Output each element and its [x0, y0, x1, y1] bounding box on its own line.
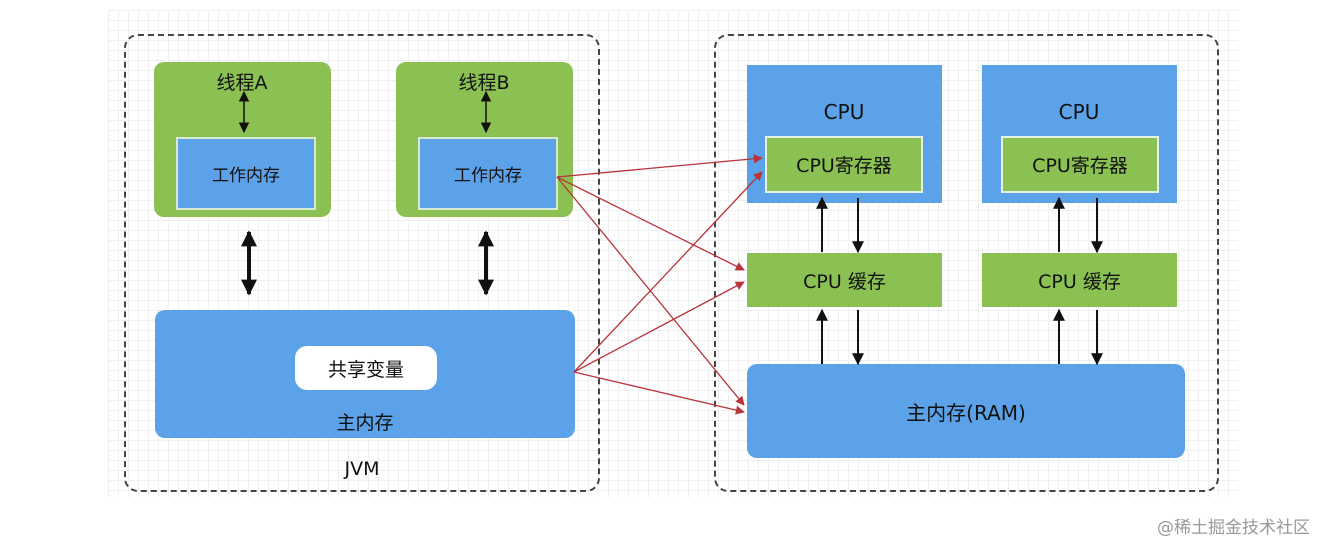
cpu-2-label: CPU [1058, 100, 1100, 124]
ram-label: 主内存(RAM) [906, 400, 1026, 425]
thread-a-working-memory-label: 工作内存 [212, 166, 280, 186]
cpu-2-cache-label: CPU 缓存 [1038, 270, 1121, 293]
cpu-1-label: CPU [823, 100, 865, 124]
cpu-2-register-label: CPU寄存器 [1032, 155, 1128, 177]
jvm-main-memory-label: 主内存 [336, 412, 394, 434]
main-memory-to-ram-arrow [573, 371, 745, 415]
shared-variable-box: 共享变量 [295, 346, 437, 390]
cpu-2-register: CPU寄存器 [1001, 136, 1159, 193]
jvm-label: JVM [344, 458, 380, 480]
main-memory-to-cache-arrow [573, 281, 745, 373]
cpu-2-cache: CPU 缓存 [982, 253, 1177, 307]
thread-b-working-memory-label: 工作内存 [454, 166, 522, 186]
thread-a-working-memory: 工作内存 [176, 137, 316, 210]
jvm-group [124, 34, 600, 492]
ram-box: 主内存(RAM) [747, 364, 1185, 458]
shared-variable-label: 共享变量 [327, 358, 404, 381]
cpu-1-register: CPU寄存器 [765, 136, 923, 193]
hardware-group [714, 34, 1219, 492]
cpu-1-register-label: CPU寄存器 [796, 155, 892, 177]
thread-b-label: 线程B [458, 72, 510, 94]
working-memory-to-register-arrow [556, 154, 763, 178]
watermark: @稀土掘金技术社区 [1157, 518, 1310, 538]
main-memory-to-register-arrow [573, 171, 763, 373]
cpu-1-cache-label: CPU 缓存 [803, 270, 886, 293]
thread-a-label: 线程A [216, 72, 268, 94]
thread-b-working-memory: 工作内存 [418, 137, 558, 210]
cpu-1-cache: CPU 缓存 [747, 253, 942, 307]
working-memory-to-cache-arrow [556, 176, 745, 271]
